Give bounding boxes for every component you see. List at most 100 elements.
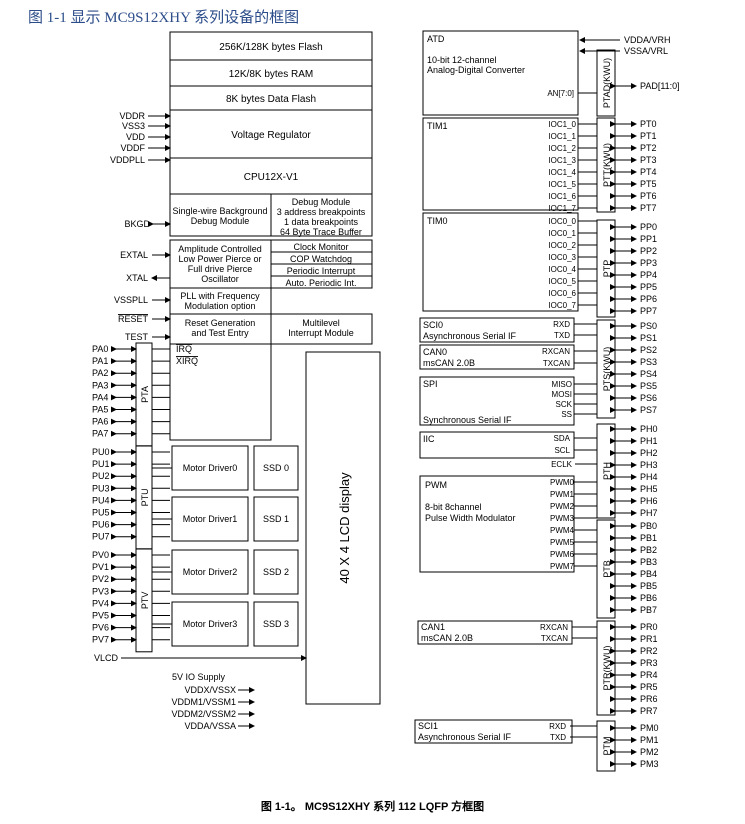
ptr-pin-label: PR2: [640, 646, 658, 656]
ptv-pin-label: PV2: [92, 574, 109, 584]
pwm-sig-label: PWM3: [550, 514, 575, 523]
iic-sig-label: SCL: [554, 446, 570, 455]
irq-label: IRQ: [176, 344, 192, 354]
ptt-pin-label: PT7: [640, 203, 657, 213]
tim0-ioc-label: IOC0_7: [548, 301, 576, 310]
pta-pin-label: PA7: [92, 429, 108, 439]
io-supply-pin-label: VDDX/VSSX: [184, 685, 236, 695]
tim1-ioc-label: IOC1_5: [548, 180, 576, 189]
oscillator-label: Full drive Pierce: [188, 264, 253, 274]
can1-sig-label: RXCAN: [540, 623, 568, 632]
pth-pin-label: PH0: [640, 424, 658, 434]
lcd-label: 40 X 4 LCD display: [337, 472, 352, 584]
pth-pin-label: PH1: [640, 436, 658, 446]
tim0-ioc-label: IOC0_2: [548, 241, 576, 250]
ssd-block: [253, 445, 299, 491]
pth-pin-label: PH3: [640, 460, 658, 470]
can0-sig-label: RXCAN: [542, 347, 570, 356]
ptv-pin-label: PV6: [92, 623, 109, 633]
can0-block: [419, 344, 575, 370]
io-supply-title: 5V IO Supply: [172, 672, 226, 682]
io-supply-pin-label: VDDA/VSSA: [184, 721, 236, 731]
tim0-ioc-label: IOC0_6: [548, 289, 576, 298]
atd-ref-label: VDDA/VRH: [624, 35, 671, 45]
ptp-pin-label: PP4: [640, 270, 657, 280]
ptt-pin-label: PT5: [640, 179, 657, 189]
motor-driver-label: Motor Driver0: [183, 463, 238, 473]
ptp-pin-label: PP6: [640, 294, 657, 304]
pwm-sig-label: PWM7: [550, 562, 575, 571]
atd-desc: Analog-Digital Converter: [427, 65, 525, 75]
sci1-block: [414, 719, 573, 744]
ptr-port-block: [596, 620, 616, 716]
motor-driver-label: Motor Driver3: [183, 619, 238, 629]
spi-desc: Synchronous Serial IF: [423, 415, 512, 425]
pad-label: PAD[11:0]: [640, 81, 680, 91]
vlcd-label: VLCD: [94, 653, 119, 663]
ptr-pin-label: PR6: [640, 694, 658, 704]
pwm-desc: Pulse Width Modulator: [425, 513, 516, 523]
ptr-pin-label: PR1: [640, 634, 658, 644]
pwm-sig-label: PWM0: [550, 478, 575, 487]
pts-port-block: [596, 319, 616, 419]
ptu-pin-label: PU5: [92, 508, 110, 518]
pwm-desc: 8-bit 8channel: [425, 502, 482, 512]
ptv-pin-label: PV5: [92, 611, 109, 621]
pta-pin-label: PA5: [92, 405, 108, 415]
flash-label: 256K/128K bytes Flash: [219, 42, 322, 53]
ptu-port-label: PTU: [140, 488, 150, 506]
ptt-pin-label: PT3: [640, 155, 657, 165]
oscillator-label: Low Power Pierce or: [178, 254, 261, 264]
ptv-pin-label: PV7: [92, 635, 109, 645]
lcd-block: [305, 351, 381, 705]
sci1-sig-label: TXD: [550, 733, 566, 742]
tim0-name: TIM0: [427, 216, 448, 226]
pth-pin-label: PH4: [640, 472, 658, 482]
ptr-pin-label: PR0: [640, 622, 658, 632]
clock-monitor-label: Clock Monitor: [293, 242, 348, 252]
ptb-pin-label: PB2: [640, 545, 657, 555]
iic-sig-label: SDA: [554, 434, 571, 443]
sci0-desc: Asynchronous Serial IF: [423, 331, 517, 341]
pth-pin-label: PH2: [640, 448, 658, 458]
pth-pin-label: PH6: [640, 496, 658, 506]
tim1-ioc-label: IOC1_0: [548, 120, 576, 129]
pll-label: Modulation option: [184, 301, 255, 311]
tim1-ioc-label: IOC1_4: [548, 168, 576, 177]
ptp-pin-label: PP5: [640, 282, 657, 292]
pta-port-label: PTA: [140, 386, 150, 403]
pth-pin-label: PH5: [640, 484, 658, 494]
ptr-pin-label: PR3: [640, 658, 658, 668]
can1-desc: msCAN 2.0B: [421, 633, 473, 643]
cop-label: COP Watchdog: [290, 254, 352, 264]
ptp-pin-label: PP3: [640, 258, 657, 268]
ptb-pin-label: PB3: [640, 557, 657, 567]
ptt-pin-label: PT6: [640, 191, 657, 201]
ptp-port-label: PTP: [602, 260, 612, 278]
tim0-ioc-label: IOC0_5: [548, 277, 576, 286]
port-a-area: [169, 343, 272, 441]
xtal-label: XTAL: [126, 273, 148, 283]
ptt-port-label: PTT(KWU): [602, 143, 612, 187]
ptt-port-block: [596, 117, 616, 213]
tim0-ioc-label: IOC0_1: [548, 229, 576, 238]
tim1-ioc-label: IOC1_6: [548, 192, 576, 201]
power-pin-label: VDDF: [121, 143, 146, 153]
interrupt-label: Multilevel: [302, 318, 340, 328]
pwm-sig-label: PWM1: [550, 490, 575, 499]
pta-pin-label: PA1: [92, 356, 108, 366]
atd-block: [422, 30, 579, 116]
ptv-pin-label: PV0: [92, 550, 109, 560]
pth-port-label: PTH: [602, 462, 612, 480]
ssd-label: SSD 2: [263, 567, 289, 577]
pts-pin-label: PS2: [640, 345, 657, 355]
can0-name: CAN0: [423, 347, 447, 357]
pts-pin-label: PS3: [640, 357, 657, 367]
bdm-label: Single-wire Background: [172, 206, 267, 216]
ptu-pin-label: PU2: [92, 471, 110, 481]
ssd-label: SSD 1: [263, 514, 289, 524]
pth-port-block: [596, 423, 616, 519]
interrupt-block: [270, 313, 373, 345]
spi-sig-label: MISO: [552, 380, 572, 389]
